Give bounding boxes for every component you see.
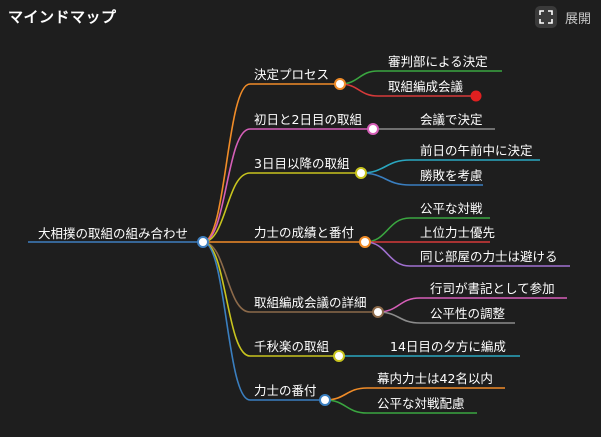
branch-node-label: 初日と2日目の取組 [254, 112, 362, 127]
connector-branch-0-leaf-0 [339, 70, 379, 85]
connector-branch-4-leaf-0 [377, 297, 421, 313]
connector-branch-2-leaf-1 [360, 172, 411, 186]
connector-root-branch-0 [202, 83, 251, 243]
leaf-end-dot [470, 90, 482, 102]
leaf-node-label: 14日目の夕方に編成 [390, 339, 506, 354]
connector-branch-6-leaf-1 [324, 399, 368, 414]
leaf-node-label: 上位力士優先 [420, 225, 495, 240]
branch-collapse-knob[interactable] [333, 350, 345, 362]
expand-button[interactable]: 展開 [534, 6, 591, 28]
branch-node-label: 取組編成会議の詳細 [254, 295, 367, 310]
root-node-label: 大相撲の取組の組み合わせ [38, 226, 188, 241]
connector-root-branch-1 [202, 128, 251, 243]
connector-branch-4-leaf-1 [377, 311, 421, 324]
branch-node-label: 3日目以降の取組 [254, 156, 349, 171]
leaf-node-label: 幕内力士は42名以内 [377, 371, 493, 386]
mindmap-nodes: 大相撲の取組の組み合わせ 決定プロセス 審判部による決定取組編成会議初日と2日目の取… [38, 54, 558, 411]
expand-label: 展開 [564, 11, 591, 27]
leaf-node-label: 公平な対戦 [420, 201, 483, 216]
leaf-node-label: 公平性の調整 [430, 306, 506, 321]
mindmap-connectors [28, 70, 570, 414]
branch-collapse-knob[interactable] [334, 78, 346, 90]
leaf-node-label: 行司が書記として参加 [430, 281, 555, 296]
leaf-node-label: 勝敗を考慮 [420, 168, 483, 183]
leaf-node-label: 公平な対戦配慮 [377, 396, 465, 411]
branch-collapse-knob[interactable] [319, 394, 331, 406]
connector-root-branch-6 [202, 241, 251, 401]
branch-collapse-knob[interactable] [367, 123, 379, 135]
page-title: マインドマップ [8, 8, 117, 26]
branch-collapse-knob[interactable] [355, 167, 367, 179]
root-collapse-knob[interactable] [197, 236, 209, 248]
connector-root-branch-2 [202, 172, 251, 243]
connector-root-branch-5 [202, 241, 251, 357]
leaf-node-label: 会議で決定 [420, 112, 483, 127]
connector-branch-3-leaf-0 [364, 217, 411, 243]
branch-node-label: 力士の番付 [254, 383, 317, 398]
leaf-node-label: 取組編成会議 [388, 79, 464, 94]
branch-node-label: 千秋楽の取組 [254, 339, 329, 354]
leaf-node-label: 前日の午前中に決定 [420, 143, 533, 158]
connector-root-branch-4 [202, 241, 251, 313]
header: マインドマップ 展開 [0, 0, 601, 36]
branch-collapse-knob[interactable] [372, 306, 384, 318]
branch-node-label: 力士の成績と番付 [254, 225, 354, 240]
branch-collapse-knob[interactable] [359, 236, 371, 248]
connector-branch-6-leaf-0 [324, 387, 368, 401]
leaf-node-label: 審判部による決定 [388, 54, 488, 69]
expand-icon[interactable] [534, 6, 557, 28]
connector-branch-2-leaf-0 [360, 159, 411, 174]
leaf-node-label: 同じ部屋の力士は避ける [420, 249, 558, 264]
connector-branch-3-leaf-2 [364, 241, 411, 267]
branch-node-label: 決定プロセス [254, 67, 329, 82]
